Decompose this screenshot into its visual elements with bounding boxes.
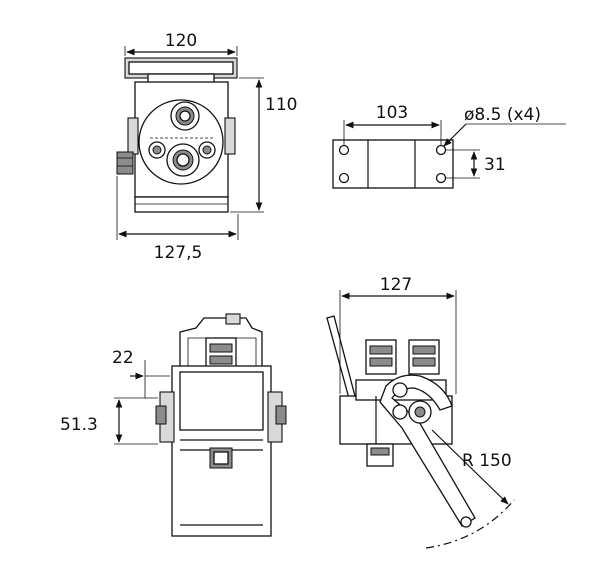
plate-hole bbox=[338, 144, 350, 156]
side-view: 127 R 150 bbox=[326, 275, 515, 549]
front-view: 120 110 127,5 bbox=[116, 31, 297, 263]
dim-radius: R 150 bbox=[462, 451, 512, 471]
dim-plate-spacing: 103 bbox=[376, 103, 408, 123]
swing-arc bbox=[425, 499, 515, 549]
mounting-plate-view: 103 ø8.5 (x4) 31 bbox=[332, 103, 566, 189]
side-top-fitting bbox=[408, 339, 440, 375]
side-fitting bbox=[116, 151, 134, 175]
mounting-plate bbox=[332, 139, 454, 189]
dim-front-height: 110 bbox=[265, 95, 297, 115]
dim-offset-51: 51.3 bbox=[60, 415, 98, 435]
rear-lever bbox=[326, 315, 357, 403]
dim-front-width-bottom: 127,5 bbox=[154, 243, 203, 263]
face-circle bbox=[138, 99, 224, 185]
dim-offset-22: 22 bbox=[112, 348, 134, 368]
dim-front-width-top: 120 bbox=[165, 31, 197, 51]
plate-hole bbox=[435, 144, 447, 156]
rear-view: 22 51.3 bbox=[60, 313, 287, 537]
hole-callout: ø8.5 (x4) bbox=[464, 105, 541, 125]
plate-hole bbox=[435, 172, 447, 184]
handle-end-hole bbox=[460, 516, 472, 528]
dim-side-width: 127 bbox=[380, 275, 412, 295]
dim-plate-height: 31 bbox=[484, 155, 506, 175]
side-top-fitting bbox=[365, 339, 397, 375]
plate-hole bbox=[338, 172, 350, 184]
